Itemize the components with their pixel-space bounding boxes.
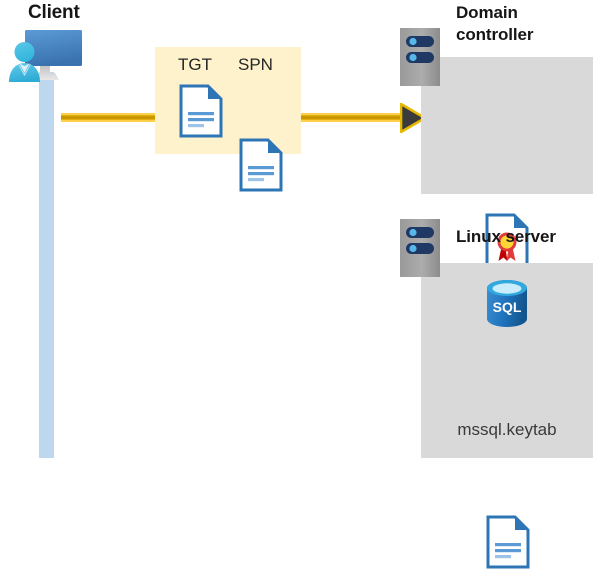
domain-controller-title: Domain controller xyxy=(456,2,596,46)
domain-controller-panel xyxy=(421,57,593,194)
certificate-document-icon xyxy=(485,213,600,267)
server-icon xyxy=(400,219,440,277)
spn-label: SPN xyxy=(238,55,273,74)
user-monitor-icon xyxy=(7,26,89,86)
client-lifeline xyxy=(39,72,54,458)
linux-server-title: Linux server xyxy=(456,227,556,246)
sql-database-icon: SQL xyxy=(485,279,529,331)
domain-controller-title-line1: Domain xyxy=(456,3,518,22)
tgt-document-icon xyxy=(179,84,600,138)
keytab-document-icon xyxy=(486,515,600,569)
flow-arrow-line-right xyxy=(301,113,405,122)
client-label: Client xyxy=(28,2,80,23)
diagram-canvas: Client xyxy=(7,2,600,569)
spn-document-icon xyxy=(239,138,600,192)
token-highlight-box xyxy=(155,47,301,154)
domain-controller-title-line2: controller xyxy=(456,25,534,44)
keytab-filename-label: mssql.keytab xyxy=(457,420,557,439)
tgt-label: TGT xyxy=(178,55,212,74)
server-icon xyxy=(400,28,440,86)
sql-database-label: SQL xyxy=(493,299,522,315)
